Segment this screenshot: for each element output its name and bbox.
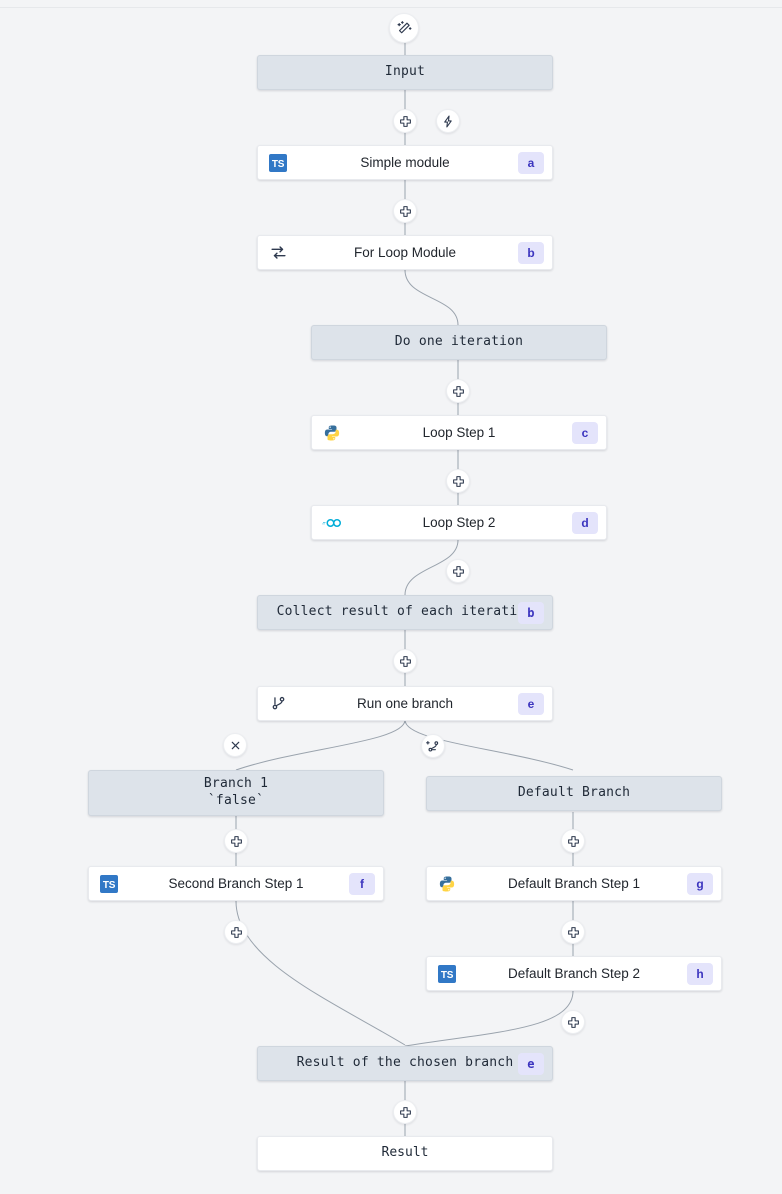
node-default-branch-step-2[interactable]: TS Default Branch Step 2 h [426,956,722,991]
edge-secondstep1-result [235,900,406,1046]
plus-icon [230,926,242,938]
node-branch-result-badge: e [518,1052,544,1075]
node-run-one-branch-badge: e [518,692,544,715]
node-branch-result[interactable]: Result of the chosen branch e [257,1046,553,1081]
add-step-button-after-branch-result[interactable] [393,1100,417,1124]
node-second-branch-step-1-badge: f [349,872,375,895]
top-divider [0,7,782,8]
add-step-button-after-default-branch[interactable] [561,829,585,853]
edge-defaultstep2-result [404,990,574,1047]
add-step-button-after-default-branch-step-1[interactable] [561,920,585,944]
add-trigger-button[interactable] [436,109,460,133]
branch-icon [268,694,288,714]
edge-runbranch-branch1 [235,719,406,771]
edge-forloop-iteration [404,269,459,326]
loop-icon [268,243,288,263]
typescript-icon: TS [437,964,457,984]
node-for-loop-module-label: For Loop Module [353,244,457,260]
plus-icon [452,565,464,577]
node-for-loop-module[interactable]: For Loop Module b [257,235,553,270]
typescript-icon: TS [99,874,119,894]
node-input-label: Input [384,64,426,80]
plus-icon [399,115,411,127]
python-icon [322,423,342,443]
add-step-button-after-second-branch-step-1[interactable] [224,920,248,944]
add-step-button-after-do-one-iteration[interactable] [446,379,470,403]
ai-assistant-button[interactable] [389,13,419,43]
plus-icon [567,835,579,847]
plus-icon [452,385,464,397]
node-for-loop-module-badge: b [518,241,544,264]
node-simple-module-badge: a [518,151,544,174]
node-input[interactable]: Input [257,55,553,90]
node-collect-result-label: Collect result of each iteration [276,604,534,620]
node-loop-step-1-label: Loop Step 1 [422,424,496,440]
node-do-one-iteration[interactable]: Do one iteration [311,325,607,360]
python-logo [439,876,455,891]
add-step-button-after-loop-step-2[interactable] [446,559,470,583]
node-default-branch-step-1-badge: g [687,872,713,895]
close-icon [231,741,239,749]
node-default-branch-step-1[interactable]: Default Branch Step 1 g [426,866,722,901]
node-loop-step-2-badge: d [572,511,598,534]
plus-icon [567,1016,579,1028]
node-run-one-branch[interactable]: Run one branch e [257,686,553,721]
add-step-button-after-collect-result[interactable] [393,649,417,673]
node-collect-result-badge: b [518,601,544,624]
node-default-branch-step-2-label: Default Branch Step 2 [507,965,641,981]
node-collect-result[interactable]: Collect result of each iteration b [257,595,553,630]
magic-wand-icon [397,20,411,33]
add-branch-button[interactable] [421,734,445,758]
node-simple-module-label: Simple module [360,154,450,170]
add-step-button-after-branch-1[interactable] [224,829,248,853]
node-result-label: Result [381,1145,429,1161]
python-logo [324,425,340,440]
add-step-button-after-input[interactable] [393,109,417,133]
node-result[interactable]: Result [257,1136,553,1171]
plus-icon [399,655,411,667]
node-loop-step-2[interactable]: Loop Step 2 d [311,505,607,540]
node-default-branch-label: Default Branch [517,785,631,801]
add-step-button-after-simple-module[interactable] [393,199,417,223]
plus-icon [567,926,579,938]
add-step-button-after-default-branch-step-2[interactable] [561,1010,585,1034]
python-icon [437,874,457,894]
remove-branch-button[interactable] [223,733,247,757]
node-default-branch-step-2-badge: h [687,962,713,985]
node-run-one-branch-label: Run one branch [356,695,454,711]
node-loop-step-1[interactable]: Loop Step 1 c [311,415,607,450]
node-second-branch-step-1-label: Second Branch Step 1 [168,875,304,891]
go-logo [322,518,341,527]
plus-icon [399,1106,411,1118]
plus-icon [399,205,411,217]
typescript-icon: TS [268,153,288,173]
node-default-branch[interactable]: Default Branch [426,776,722,811]
node-branch-1-label: Branch 1 `false` [203,776,269,808]
node-loop-step-2-label: Loop Step 2 [422,514,496,530]
plus-icon [452,475,464,487]
lightning-icon [443,115,452,127]
node-branch-1[interactable]: Branch 1 `false` [88,770,384,816]
add-step-button-after-loop-step-1[interactable] [446,469,470,493]
node-loop-step-1-badge: c [572,421,598,444]
node-second-branch-step-1[interactable]: TS Second Branch Step 1 f [88,866,384,901]
node-simple-module[interactable]: TS Simple module a [257,145,553,180]
node-default-branch-step-1-label: Default Branch Step 1 [507,875,641,891]
node-branch-result-label: Result of the chosen branch [296,1055,514,1071]
go-icon [322,513,342,533]
plus-icon [230,835,242,847]
add-branch-icon [425,740,438,751]
node-do-one-iteration-label: Do one iteration [394,334,524,350]
